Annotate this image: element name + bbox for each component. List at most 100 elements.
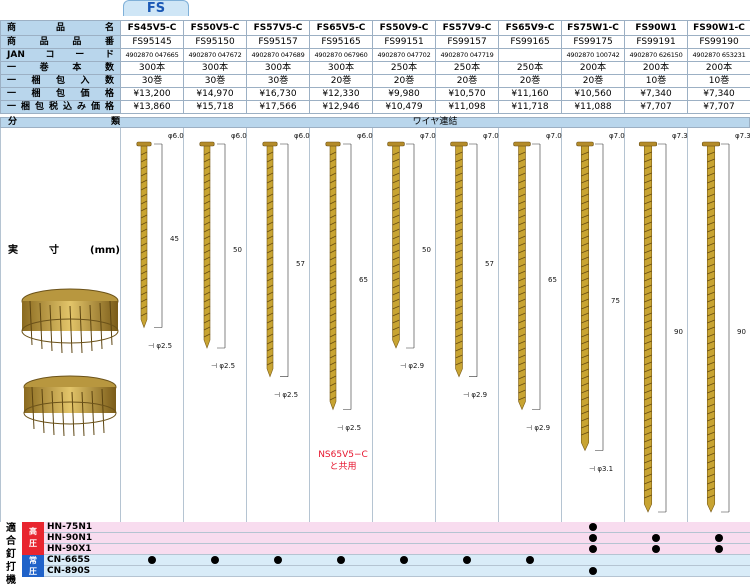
- head-diameter-label: φ7.3: [735, 132, 750, 140]
- high-pressure-badge: 高圧: [22, 522, 44, 555]
- cell-name: FS50V5-C: [183, 20, 247, 36]
- cell-name: FS65V9-C: [498, 20, 562, 36]
- machine-name: CN-890S: [47, 566, 91, 576]
- cell-per-bundle: 30巻: [246, 74, 310, 88]
- column-divider: [435, 128, 436, 522]
- compat-row: [44, 566, 750, 577]
- cell-per-roll: 300本: [183, 61, 247, 75]
- cell-price: ¥11,160: [498, 87, 562, 101]
- cell-name: FS57V9-C: [435, 20, 499, 36]
- compat-row: [44, 522, 750, 533]
- cell-number: FS95165: [309, 35, 373, 49]
- cell-per-roll: 300本: [309, 61, 373, 75]
- nail-drawing: [325, 141, 352, 411]
- head-diameter-label: φ6.0: [357, 132, 373, 140]
- length-label: 57: [296, 259, 305, 268]
- cell-number: FS99165: [498, 35, 562, 49]
- cell-number: FS99191: [624, 35, 688, 49]
- head-diameter-label: φ7.0: [546, 132, 562, 140]
- compat-mark: [147, 556, 156, 564]
- cell-per-roll: 300本: [246, 61, 310, 75]
- cell-number: FS99175: [561, 35, 625, 49]
- length-label: 75: [611, 296, 620, 305]
- compat-row: [44, 533, 750, 544]
- length-label: 65: [548, 276, 557, 285]
- compat-mark: [336, 556, 345, 564]
- cell-name: FS75W1-C: [561, 20, 625, 36]
- head-diameter-label: φ7.0: [609, 132, 625, 140]
- cell-number: FS99190: [687, 35, 750, 49]
- row-header-bundle-price-tax: 一梱包税込み価格: [0, 100, 121, 114]
- cell-jan: 4902870 626150: [624, 48, 688, 62]
- cell-price-tax: ¥13,860: [120, 100, 184, 114]
- nail-drawing: [450, 141, 478, 378]
- nail-drawing: [387, 141, 415, 349]
- shank-diameter-label: ⊣ φ3.1: [589, 464, 614, 473]
- cell-price: ¥10,560: [561, 87, 625, 101]
- head-diameter-label: φ7.3: [672, 132, 688, 140]
- length-label: 65: [359, 276, 368, 285]
- nail-drawing: [199, 141, 226, 349]
- row-header-product-number: 商品品番: [0, 35, 121, 49]
- cell-price: ¥16,730: [246, 87, 310, 101]
- shank-diameter-label: ⊣ φ2.5: [148, 341, 173, 350]
- compat-mark: [588, 545, 597, 553]
- cell-per-bundle: 20巻: [435, 74, 499, 88]
- cell-jan: 4902870 100742: [561, 48, 625, 62]
- length-label: 90: [737, 327, 746, 336]
- cell-number: FS95157: [246, 35, 310, 49]
- cell-jan: 4902870 047672: [183, 48, 247, 62]
- column-divider: [183, 128, 184, 522]
- column-divider: [372, 128, 373, 522]
- machine-name: HN-90N1: [47, 533, 93, 543]
- compat-mark: [714, 534, 723, 542]
- row-header-per-roll: 一巻本数: [0, 61, 121, 75]
- compat-mark: [210, 556, 219, 564]
- column-divider: [246, 128, 247, 522]
- cell-per-bundle: 30巻: [183, 74, 247, 88]
- cell-name: FS90W1: [624, 20, 688, 36]
- cell-jan: [498, 48, 562, 62]
- cell-per-bundle: 10巻: [624, 74, 688, 88]
- cell-price-tax: ¥11,718: [498, 100, 562, 114]
- nail-drawing: [701, 141, 730, 513]
- shared-note: NS65V5−C と共用: [313, 449, 373, 473]
- length-label: 50: [422, 245, 431, 254]
- length-label: 45: [170, 235, 179, 244]
- cell-jan: 4902870 067960: [309, 48, 373, 62]
- cell-number: FS95150: [183, 35, 247, 49]
- compat-mark: [399, 556, 408, 564]
- cell-per-bundle: 20巻: [498, 74, 562, 88]
- cell-price-tax: ¥11,088: [561, 100, 625, 114]
- shared-note-line: と共用: [329, 462, 357, 472]
- cell-per-roll: 250本: [435, 61, 499, 75]
- cell-name: FS90W1-C: [687, 20, 750, 36]
- machine-name: CN-665S: [47, 555, 91, 565]
- compat-mark: [714, 545, 723, 553]
- row-header-bundle-price: 一梱包価格: [0, 87, 121, 101]
- length-label: 50: [233, 245, 242, 254]
- cell-price-tax: ¥12,946: [309, 100, 373, 114]
- cell-per-roll: 200本: [624, 61, 688, 75]
- row-header-jan-code: JANコード: [0, 48, 121, 62]
- column-divider: [624, 128, 625, 522]
- cell-name: FS57V5-C: [246, 20, 310, 36]
- compat-mark: [462, 556, 471, 564]
- compat-mark: [525, 556, 534, 564]
- length-label: 57: [485, 259, 494, 268]
- shared-note-line: NS65V5−C: [318, 450, 368, 460]
- cell-price-tax: ¥7,707: [687, 100, 750, 114]
- nail-drawing: [136, 141, 163, 329]
- cell-per-roll: 200本: [561, 61, 625, 75]
- length-label: 90: [674, 327, 683, 336]
- compat-mark: [651, 534, 660, 542]
- series-tab[interactable]: FS: [123, 0, 189, 16]
- cell-per-bundle: 20巻: [561, 74, 625, 88]
- cell-price-tax: ¥17,566: [246, 100, 310, 114]
- cell-jan: 4902870 047719: [435, 48, 499, 62]
- cell-price: ¥12,330: [309, 87, 373, 101]
- cell-price-tax: ¥7,707: [624, 100, 688, 114]
- cell-per-bundle: 30巻: [120, 74, 184, 88]
- cell-price-tax: ¥10,479: [372, 100, 436, 114]
